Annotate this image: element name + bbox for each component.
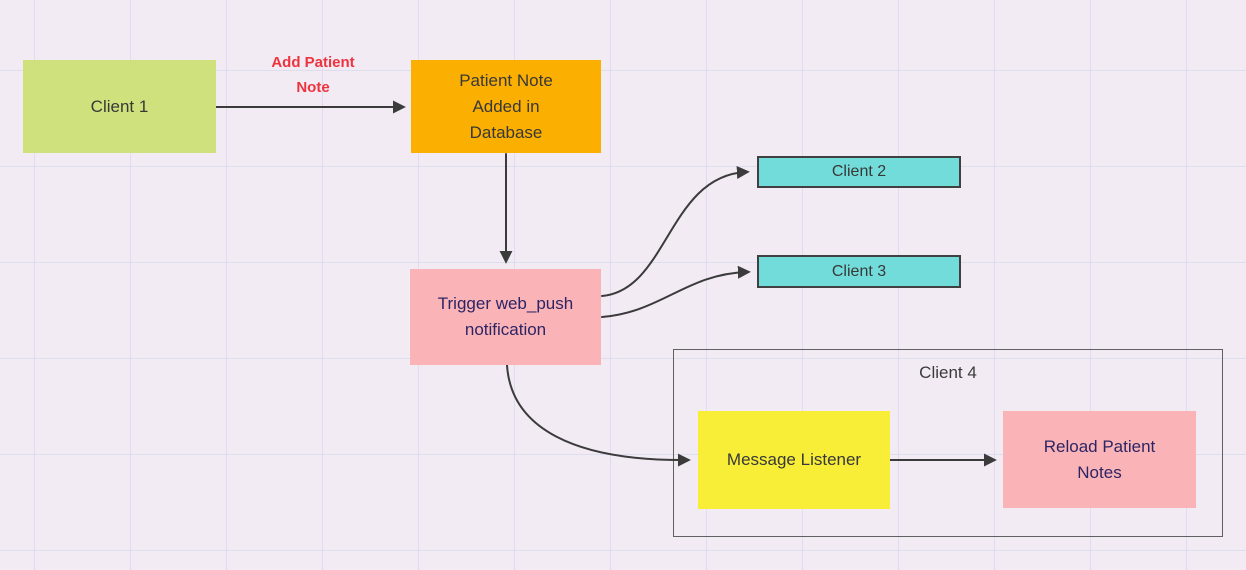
edge-trigger-to-message-listener[interactable] xyxy=(506,364,691,467)
node-reload-patient-notes[interactable]: Reload Patient Notes xyxy=(1003,411,1196,508)
edge-label-add-patient-note[interactable]: Add Patient Note xyxy=(271,54,355,96)
node-client2[interactable]: Client 2 xyxy=(757,156,961,188)
edge-trigger-to-client2[interactable] xyxy=(601,165,750,297)
edge-trigger-to-client3[interactable] xyxy=(601,265,751,318)
node-trigger-web-push[interactable]: Trigger web_push notification xyxy=(410,269,601,365)
node-client4-label: Client 4 xyxy=(919,363,977,382)
node-client4-container[interactable]: Client 4 xyxy=(673,349,1223,537)
node-patient-note-added[interactable]: Patient Note Added in Database xyxy=(411,60,601,153)
node-client1[interactable]: Client 1 xyxy=(23,60,216,153)
node-client3[interactable]: Client 3 xyxy=(757,255,961,288)
node-message-listener[interactable]: Message Listener xyxy=(698,411,890,509)
